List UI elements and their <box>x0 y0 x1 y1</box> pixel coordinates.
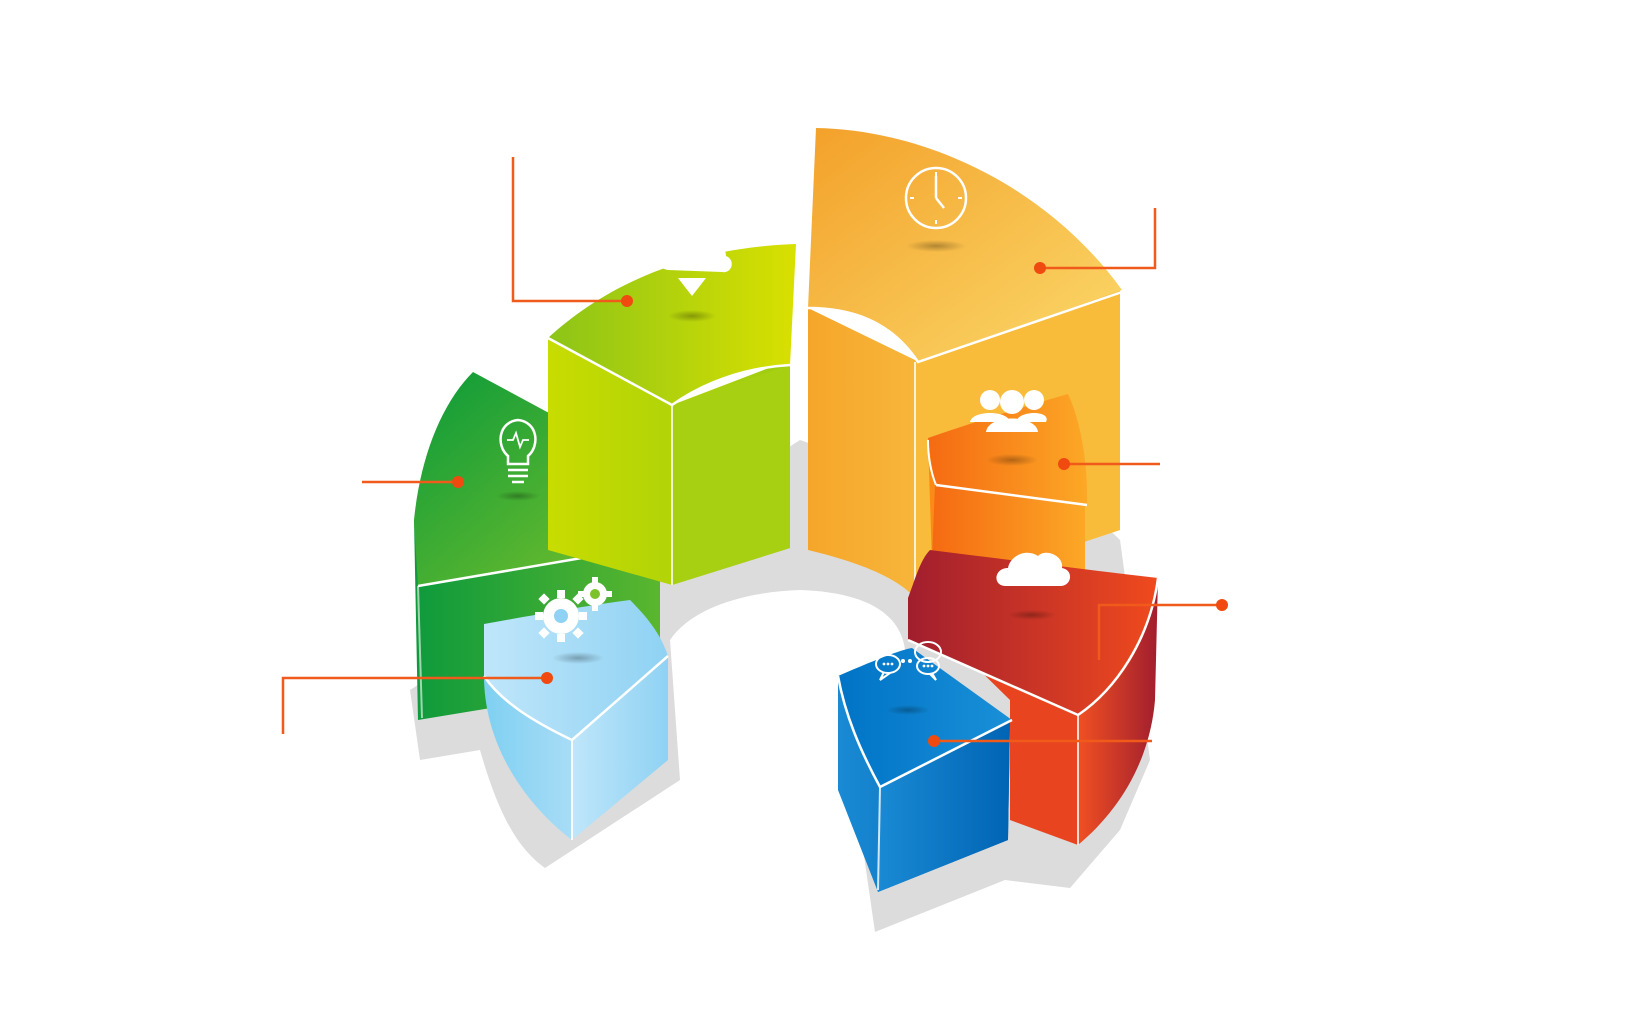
connector-dots <box>452 262 1228 747</box>
connector-orange <box>1040 208 1157 270</box>
segment-light-blue <box>482 600 669 840</box>
lightbulb-icon <box>499 418 537 484</box>
segment-yellow-green <box>547 244 796 585</box>
people-icon <box>970 390 1047 432</box>
gears-icon <box>535 577 612 642</box>
clock-icon <box>904 166 968 230</box>
connector-red <box>1097 603 1222 660</box>
cloud-icon <box>996 552 1071 586</box>
connector-light-blue <box>281 676 547 734</box>
chat-bubbles-icon <box>875 641 942 681</box>
segment-blue <box>836 648 1013 892</box>
segment-red <box>907 550 1160 845</box>
connector-yellow-green <box>511 157 627 303</box>
cloud-download-icon <box>658 241 732 296</box>
icon-shadows <box>496 240 1056 715</box>
connector-lines <box>281 157 1222 743</box>
